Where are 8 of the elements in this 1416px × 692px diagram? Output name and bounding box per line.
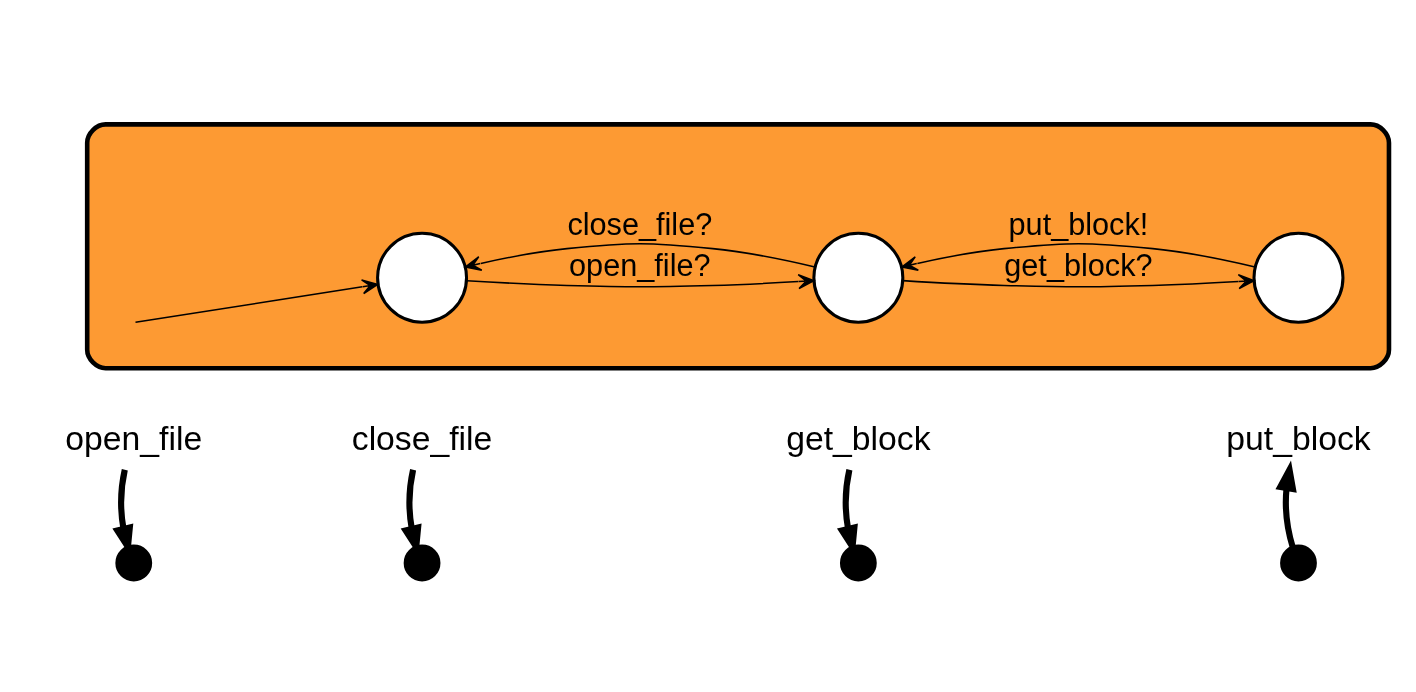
edge-label: put_block!	[1008, 206, 1149, 241]
edge-label: get_block?	[1004, 248, 1153, 283]
edge-label: open_file?	[569, 248, 711, 283]
node-text: get_block	[786, 419, 931, 458]
edge-label: close_file?	[567, 206, 713, 241]
node-text: close_file	[351, 419, 493, 458]
node-text: open_file	[65, 419, 203, 458]
node-text: put_block	[1226, 419, 1371, 458]
